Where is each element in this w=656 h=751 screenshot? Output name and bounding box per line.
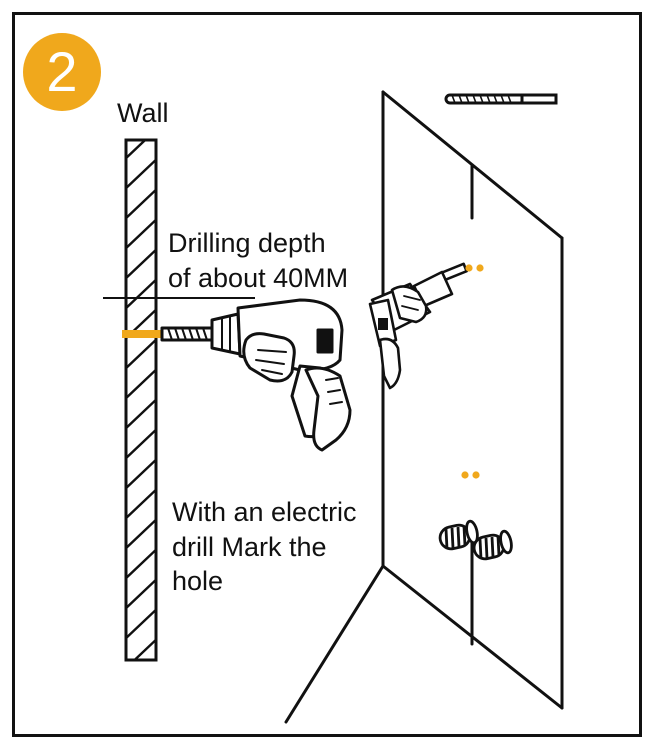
drill-hole-marker [122,330,162,338]
screw-icon [444,93,558,105]
wall-hatch-line [126,188,156,220]
step-badge: 2 [23,33,101,111]
wall-hatch-line [126,278,156,310]
wall-hatch-line [126,158,156,190]
small-drill-icon [368,262,468,390]
wall-label: Wall [117,98,169,128]
wall-hatch-line [126,518,156,550]
wall-hatch-line [126,428,156,460]
instruction-label: With an electric drill Mark the hole [172,497,357,597]
wall-hatch-line [126,218,156,250]
drilling-depth-label: Drilling depth of about 40MM [168,228,349,293]
wall-section [124,138,158,662]
wall-hatch-line [126,548,156,580]
wall-hatch-line [126,578,156,610]
wall-hatch-line [126,248,156,280]
wall-hatch-line [126,488,156,520]
wall-hatch-line [126,368,156,400]
wall-hatch-line [126,338,156,370]
wall-hatch-line [132,638,156,660]
wall-hatch-line [126,458,156,490]
wall-hatch-line [126,140,147,160]
drill-icon [160,298,352,452]
wall-hatch-line [126,398,156,430]
wall-hatch-line [126,608,156,640]
hole-mark-dots [461,264,484,479]
step-number: 2 [46,40,78,103]
wall-plug-icon [438,519,513,561]
